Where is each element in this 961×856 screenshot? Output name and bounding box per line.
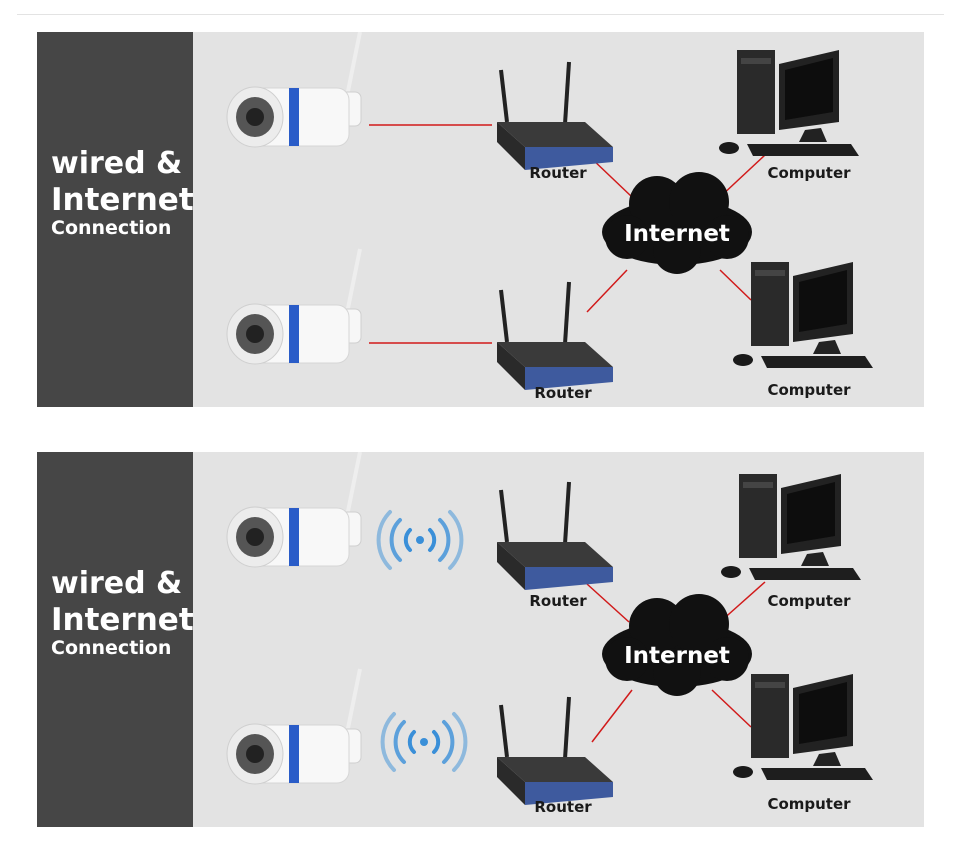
camera-icon xyxy=(226,452,362,568)
computer-icon xyxy=(719,50,859,156)
router-internet-link xyxy=(589,156,633,198)
camera-icon xyxy=(226,32,362,148)
cloud-icon xyxy=(602,172,752,274)
computer-label: Computer xyxy=(767,381,851,399)
panel-wireless: wired & Internet Connection xyxy=(37,452,924,827)
router-icon xyxy=(497,481,613,590)
router-internet-link xyxy=(591,689,633,743)
router-icon xyxy=(497,281,613,390)
label-line-2: Internet xyxy=(51,182,194,218)
computer-icon xyxy=(733,262,873,368)
router-internet-link xyxy=(586,269,628,313)
router-icon xyxy=(497,696,613,805)
router-internet-link xyxy=(586,583,630,623)
router-label: Router xyxy=(529,592,587,610)
panel-wired: wired & Internet Connection xyxy=(37,32,924,407)
computer-label: Computer xyxy=(767,592,851,610)
router-label: Router xyxy=(529,164,587,182)
internet-computer-link xyxy=(711,689,752,728)
panel-label: wired & Internet Connection xyxy=(37,452,194,827)
camera-icon xyxy=(226,248,362,365)
network-diagram: Internet Router Router Computer Computer xyxy=(226,32,873,402)
wifi-signal-icon xyxy=(380,712,468,772)
panel-label: wired & Internet Connection xyxy=(37,32,194,407)
label-line-3: Connection xyxy=(51,217,172,239)
label-line-3: Connection xyxy=(51,637,172,659)
label-line-1: wired & xyxy=(51,146,183,181)
top-divider xyxy=(17,14,944,15)
internet-computer-link xyxy=(719,269,752,301)
internet-computer-link xyxy=(719,154,766,198)
router-label: Router xyxy=(534,798,592,816)
internet-label: Internet xyxy=(624,643,730,669)
cloud-icon xyxy=(602,594,752,696)
computer-icon xyxy=(733,674,873,780)
computer-icon xyxy=(721,474,861,580)
label-line-2: Internet xyxy=(51,602,194,638)
router-icon xyxy=(497,61,613,170)
computer-label: Computer xyxy=(767,795,851,813)
internet-label: Internet xyxy=(624,221,730,247)
network-diagram: Internet Router Router Computer Computer xyxy=(226,452,873,816)
computer-label: Computer xyxy=(767,164,851,182)
wifi-signal-icon xyxy=(376,510,464,570)
link-lines xyxy=(369,124,766,344)
camera-icon xyxy=(226,668,362,785)
label-line-1: wired & xyxy=(51,566,183,601)
router-label: Router xyxy=(534,384,592,402)
